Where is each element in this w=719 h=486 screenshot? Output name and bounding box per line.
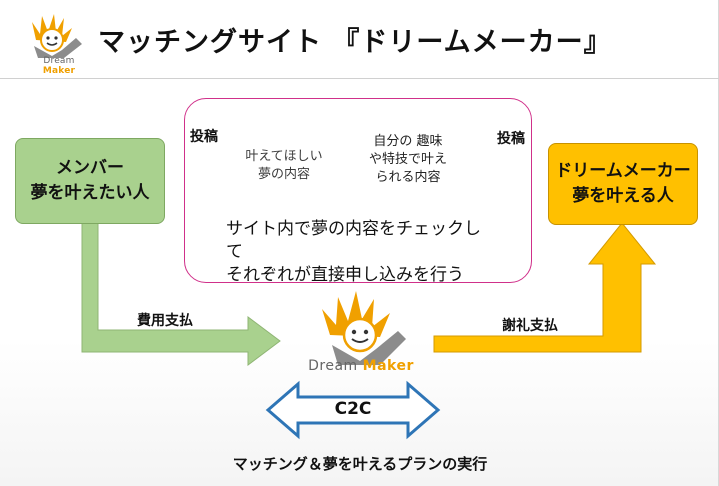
logo-mascot-icon xyxy=(32,14,82,58)
logo-word-b: Maker xyxy=(42,66,76,76)
maker-title: ドリームメーカー xyxy=(555,161,691,181)
cloud-green-line1: 叶えてほしい xyxy=(245,149,323,164)
thanks-arrow xyxy=(433,222,657,353)
cloud-yellow-line2: や特技で叶え xyxy=(368,152,447,167)
title-divider xyxy=(0,78,719,79)
brand-word-a: Dream xyxy=(308,358,363,374)
site-description: サイト内で夢の内容をチェックして それぞれが直接申し込みを行う xyxy=(226,218,496,287)
brand-word-b: Maker xyxy=(362,358,414,374)
cloud-green-line2: 夢の内容 xyxy=(257,167,310,182)
cloud-green-text: 叶えてほしい 夢の内容 xyxy=(242,148,326,184)
post-label-left: 投稿 xyxy=(190,129,218,145)
member-subtitle: 夢を叶えたい人 xyxy=(30,183,150,203)
payment-label: 費用支払 xyxy=(137,313,193,329)
post-label-right: 投稿 xyxy=(497,131,525,147)
cloud-yellow-text: 自分の 趣味 や特技で叶え られる内容 xyxy=(362,133,454,187)
site-description-line2: それぞれが直接申し込みを行う xyxy=(226,265,464,285)
footer-caption: マッチング＆夢を叶えるプランの実行 xyxy=(232,455,488,473)
c2c-label: C2C xyxy=(334,399,372,419)
cloud-yellow-line1: 自分の 趣味 xyxy=(373,134,443,149)
site-frame xyxy=(184,98,532,283)
member-title: メンバー xyxy=(56,158,124,178)
member-box: メンバー 夢を叶えたい人 xyxy=(15,138,165,224)
logo-word-a: Dream xyxy=(43,56,75,66)
maker-box: ドリームメーカー 夢を叶える人 xyxy=(548,143,698,225)
brand-logo: Dream Maker xyxy=(296,287,426,382)
payment-arrow xyxy=(81,221,281,366)
page-title: マッチングサイト 『ドリームメーカー』 xyxy=(98,27,612,58)
site-description-line1: サイト内で夢の内容をチェックして xyxy=(226,219,481,262)
thanks-label: 謝礼支払 xyxy=(502,318,558,334)
c2c-double-arrow xyxy=(265,380,441,440)
cloud-yellow-line3: られる内容 xyxy=(375,170,441,185)
logo: Dream Maker xyxy=(28,10,88,76)
maker-subtitle: 夢を叶える人 xyxy=(572,186,674,206)
brand-mascot-icon xyxy=(322,291,406,365)
